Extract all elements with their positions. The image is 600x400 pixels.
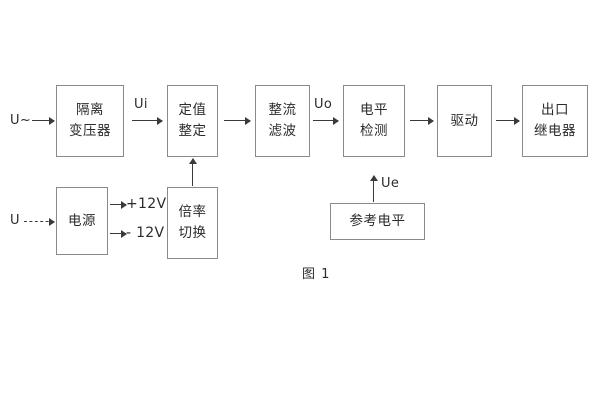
figure-caption: 图 1	[302, 267, 331, 282]
block-isolation-transformer-line2: 变压器	[69, 123, 111, 139]
block-isolation-transformer: 隔离 变压器	[56, 85, 124, 157]
arrow-level-detection-to-drive	[410, 120, 433, 122]
block-rectify-filter-line2: 滤波	[268, 123, 297, 139]
block-output-relay-line1: 出口	[541, 102, 569, 119]
block-rectify-filter: 整流 滤波	[255, 85, 310, 157]
block-multiplier-switch-line1: 倍率	[178, 204, 207, 221]
block-output-relay: 出口 继电器	[522, 85, 588, 157]
block-level-detection: 电平 检测	[343, 85, 405, 157]
block-multiplier-switch: 倍率 切换	[167, 187, 218, 259]
block-reference-level-line1: 参考电平	[349, 213, 406, 230]
arrow-drive-to-output-relay	[496, 120, 519, 122]
arrow-multiplier-switch-to-setting-value	[192, 159, 194, 186]
block-setting-value-line1: 定值	[178, 102, 207, 119]
block-rectify-filter-line1: 整流	[268, 102, 297, 119]
arrow-isolation-transformer-to-setting-value	[132, 120, 162, 122]
arrow-rectify-filter-to-level-detection	[313, 120, 338, 122]
block-drive: 驱动	[437, 85, 492, 157]
block-reference-level: 参考电平	[330, 203, 425, 240]
signal-label-ue: Ue	[381, 176, 400, 191]
signal-label-uo: Uo	[314, 97, 333, 112]
signal-label-ui: Ui	[134, 97, 148, 112]
block-isolation-transformer-line1: 隔离	[76, 102, 104, 119]
arrow-ac-input-to-isolation-transformer	[32, 120, 54, 122]
block-drive-line1: 驱动	[450, 112, 479, 129]
arrow-setting-value-to-rectify-filter	[224, 120, 250, 122]
rail-label-negative: - 12V	[126, 225, 165, 241]
arrow-dc-input-to-power-supply	[24, 221, 54, 222]
block-output-relay-line2: 继电器	[534, 123, 576, 139]
block-power-supply: 电源	[56, 187, 108, 255]
block-setting-value: 定值 整定	[167, 85, 218, 157]
rail-label-positive: +12V	[126, 196, 167, 212]
block-multiplier-switch-line2: 切换	[178, 225, 207, 241]
block-level-detection-line1: 电平	[360, 102, 388, 119]
block-power-supply-line1: 电源	[68, 212, 96, 229]
block-level-detection-line2: 检测	[360, 123, 388, 139]
arrow-reference-level-to-level-detection	[373, 176, 375, 202]
arrow-rail-positive	[110, 204, 126, 206]
input-label-ac: U~	[10, 113, 32, 128]
block-setting-value-line2: 整定	[178, 123, 207, 139]
input-label-dc: U	[10, 213, 20, 228]
arrow-rail-negative	[110, 233, 126, 235]
